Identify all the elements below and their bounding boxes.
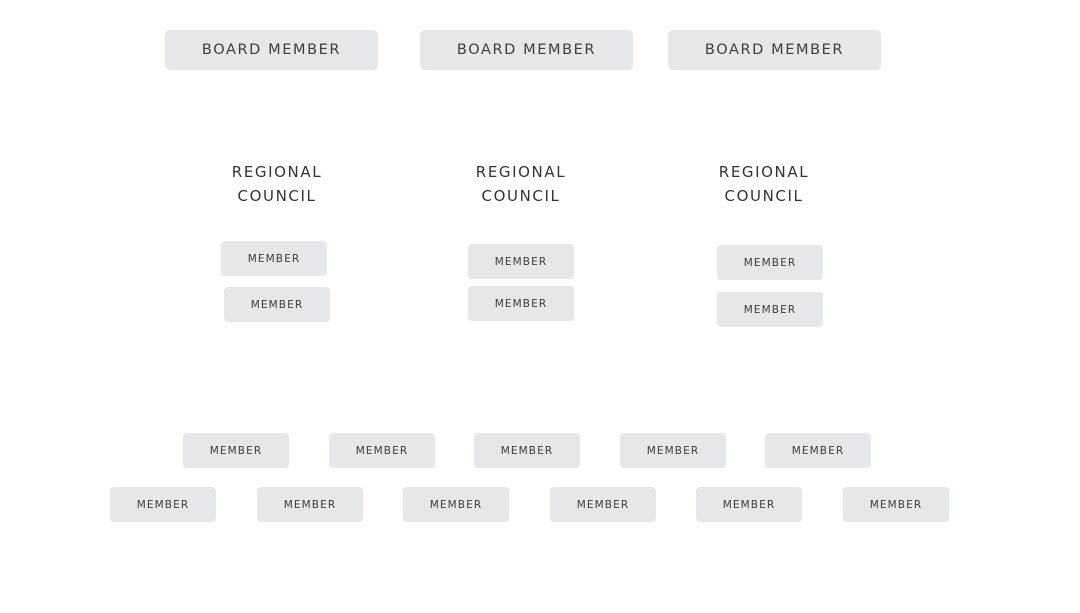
member-row2-item-2: MEMBER (257, 487, 363, 522)
council-2-member-1: MEMBER (468, 244, 574, 279)
member-row2-item-5: MEMBER (696, 487, 802, 522)
regional-council-2: REGIONAL COUNCIL (441, 160, 601, 208)
member-row1-item-2: MEMBER (329, 433, 435, 468)
regional-council-3: REGIONAL COUNCIL (684, 160, 844, 208)
member-row1-item-3: MEMBER (474, 433, 580, 468)
member-row1-item-4: MEMBER (620, 433, 726, 468)
council-3-member-2: MEMBER (717, 292, 823, 327)
member-row2-item-1: MEMBER (110, 487, 216, 522)
council-3-member-1: MEMBER (717, 245, 823, 280)
regional-council-1-line2: COUNCIL (237, 187, 317, 205)
board-member-box-3: BOARD MEMBER (668, 30, 881, 70)
council-2-member-2: MEMBER (468, 286, 574, 321)
council-1-member-2: MEMBER (224, 287, 330, 322)
member-row1-item-1: MEMBER (183, 433, 289, 468)
council-1-member-1: MEMBER (221, 241, 327, 276)
member-row2-item-6: MEMBER (843, 487, 949, 522)
regional-council-1-line1: REGIONAL (231, 163, 323, 181)
member-row2-item-4: MEMBER (550, 487, 656, 522)
regional-council-3-line1: REGIONAL (718, 163, 810, 181)
regional-council-2-line1: REGIONAL (475, 163, 567, 181)
board-member-box-1: BOARD MEMBER (165, 30, 378, 70)
member-row2-item-3: MEMBER (403, 487, 509, 522)
board-member-box-2: BOARD MEMBER (420, 30, 633, 70)
regional-council-2-line2: COUNCIL (481, 187, 561, 205)
member-row1-item-5: MEMBER (765, 433, 871, 468)
regional-council-3-line2: COUNCIL (724, 187, 804, 205)
regional-council-1: REGIONAL COUNCIL (197, 160, 357, 208)
